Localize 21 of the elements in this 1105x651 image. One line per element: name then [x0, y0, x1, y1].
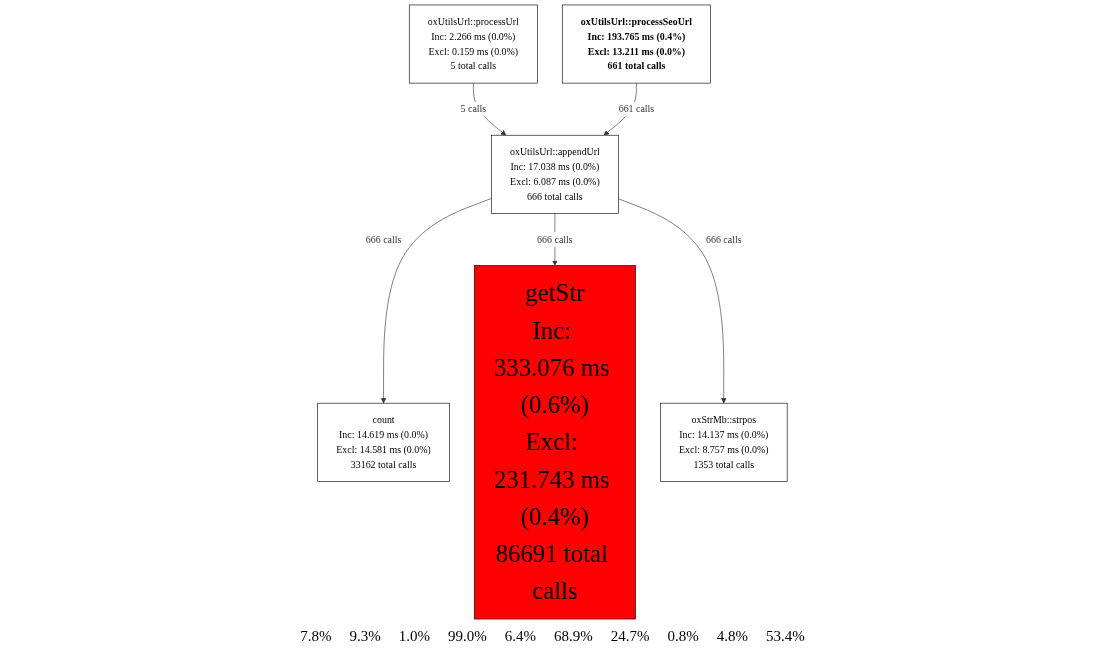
- percentage-label: 1.0%: [398, 628, 430, 645]
- edge-label: 666 calls: [365, 233, 402, 245]
- percentage-label: 0.8%: [667, 628, 699, 645]
- percentage-label: 9.3%: [349, 628, 381, 645]
- percentage-label: 53.4%: [766, 628, 805, 645]
- percentage-label: 4.8%: [716, 628, 748, 645]
- percentage-label: 7.8%: [300, 628, 332, 645]
- node-box: count Inc: 14.619 ms (0.0%) Excl: 14.581 ms (0.0%) 33162 total calls: [317, 402, 450, 482]
- percentage-label: 68.9%: [554, 628, 593, 645]
- percentage-label: 24.7%: [610, 628, 650, 645]
- edge-label: 5 calls: [460, 103, 487, 115]
- node-box: oxUtilsUrl::processUrl Inc: 2.266 ms (0.0%) Excl: 0.159 ms (0.0%) 5 total calls: [409, 4, 538, 84]
- node-box: oxStrMb::strpos Inc: 14.137 ms (0.0%) Excl: 8.757 ms (0.0%) 1353 total calls: [660, 402, 788, 482]
- percentage-label: 99.0%: [448, 628, 487, 645]
- node-box: oxUtilsUrl::processSeoUrl Inc: 193.765 ms (0.4%) Excl: 13.211 ms (0.0%) 661 total calls: [562, 4, 712, 84]
- node-box: oxUtilsUrl::appendUrl Inc: 17.038 ms (0.0%) Excl: 6.087 ms (0.0%) 666 total calls: [491, 134, 619, 214]
- edge-label: 666 calls: [537, 233, 573, 245]
- edge-label: 661 calls: [618, 103, 655, 115]
- edge-label: 666 calls: [706, 233, 742, 245]
- node-box: getStr Inc: 333.076 ms (0.6%) Excl: 231.743 ms (0.4%) 86691 total calls: [474, 265, 636, 620]
- percentage-label: 6.4%: [504, 628, 536, 645]
